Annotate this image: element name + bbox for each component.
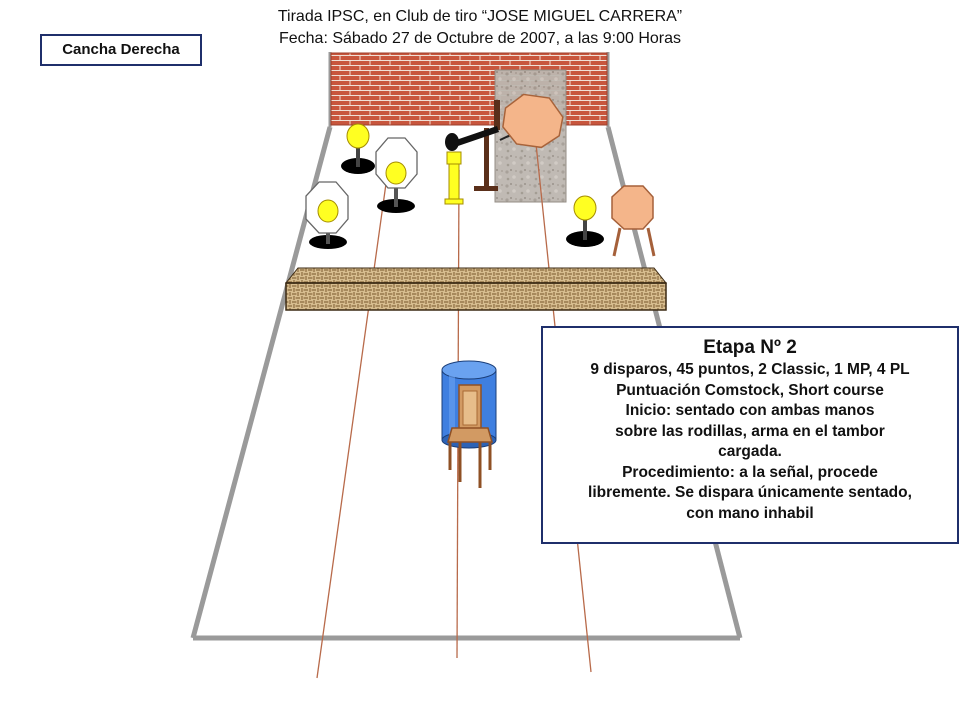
stage-line-procedure-3: con mano inhabil	[686, 504, 814, 522]
yellow-popper-target	[444, 133, 464, 205]
woven-barricade	[284, 267, 668, 311]
stage-line-procedure: Procedimiento: a la señal, procede	[622, 463, 878, 481]
metal-plate-right	[566, 195, 604, 247]
header-title: Tirada IPSC, en Club de tiro “JOSE MIGUE…	[277, 8, 683, 25]
steel-plate-stand	[611, 185, 656, 257]
octagon-plate-turner	[502, 93, 564, 149]
stage-line-procedure-2: libremente. Se dispara únicamente sentad…	[588, 484, 912, 501]
metal-plate-left	[341, 123, 375, 174]
stage-title: Etapa Nº 2	[703, 337, 797, 358]
classic-target-left	[305, 181, 349, 249]
stage-info-box: Etapa Nº 2 9 disparos, 45 puntos, 2 Clas…	[541, 326, 959, 544]
turner-target-mechanism	[456, 93, 564, 191]
stage-line-scoring: Puntuación Comstock, Short course	[616, 381, 884, 399]
stage-line-start-2: sobre las rodillas, arma en el tambor	[615, 422, 885, 440]
stage-line-start: Inicio: sentado con ambas manos	[625, 402, 875, 419]
wooden-chair	[447, 384, 493, 488]
stage-line-shots: 9 disparos, 45 puntos, 2 Classic, 1 MP, …	[590, 361, 910, 378]
cancha-label: Cancha Derecha	[40, 34, 202, 66]
header-date: Fecha: Sábado 27 de Octubre de 2007, a l…	[278, 30, 682, 47]
stage-line-start-3: cargada.	[718, 443, 782, 460]
classic-target-center	[375, 137, 418, 213]
